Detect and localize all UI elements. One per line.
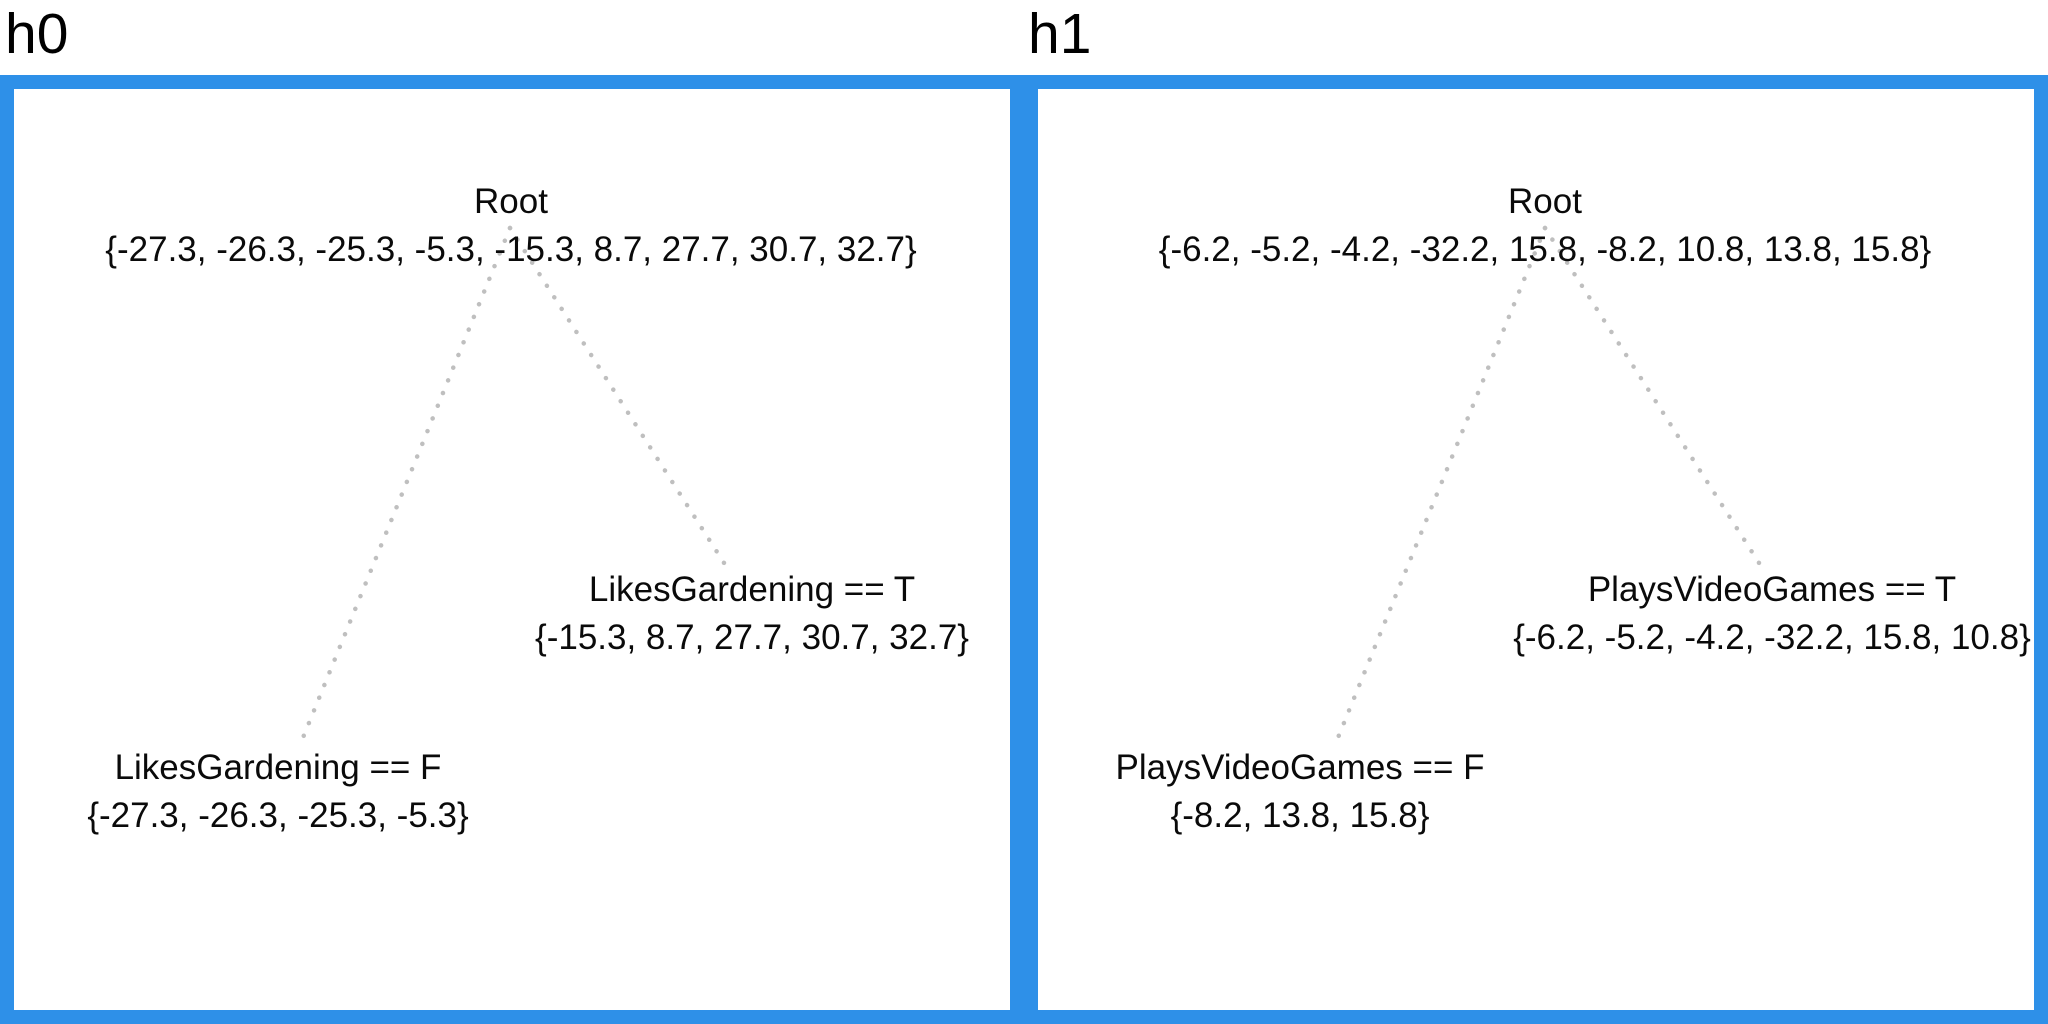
node-h1-left-set: {-8.2, 13.8, 15.8} xyxy=(1170,796,1430,835)
node-h0-right-child: LikesGardening == T {-15.3, 8.7, 27.7, 3… xyxy=(535,566,969,662)
node-h1-left-child: PlaysVideoGames == F {-8.2, 13.8, 15.8} xyxy=(1116,744,1485,840)
panel-title-h1: h1 xyxy=(1028,2,1092,66)
node-h0-root: Root {-27.3, -26.3, -25.3, -5.3, -15.3, … xyxy=(105,178,916,274)
node-h1-right-label: PlaysVideoGames == T xyxy=(1587,570,1957,609)
node-h0-left-label: LikesGardening == F xyxy=(114,748,442,787)
node-h1-right-set: {-6.2, -5.2, -4.2, -32.2, 15.8, 10.8} xyxy=(1513,618,2031,657)
panel-title-h0: h0 xyxy=(5,2,69,66)
node-h1-root: Root {-6.2, -5.2, -4.2, -32.2, 15.8, -8.… xyxy=(1159,178,1931,274)
node-h1-left-label: PlaysVideoGames == F xyxy=(1115,748,1485,787)
panel-h1 xyxy=(1024,75,2048,1024)
node-h1-root-label: Root xyxy=(1508,182,1582,221)
node-h0-root-label: Root xyxy=(474,182,548,221)
node-h1-right-child: PlaysVideoGames == T {-6.2, -5.2, -4.2, … xyxy=(1513,566,2031,662)
node-h0-right-set: {-15.3, 8.7, 27.7, 30.7, 32.7} xyxy=(535,618,969,657)
node-h0-left-child: LikesGardening == F {-27.3, -26.3, -25.3… xyxy=(87,744,468,840)
node-h0-left-set: {-27.3, -26.3, -25.3, -5.3} xyxy=(87,796,469,835)
node-h1-root-set: {-6.2, -5.2, -4.2, -32.2, 15.8, -8.2, 10… xyxy=(1158,230,1932,269)
node-h0-right-label: LikesGardening == T xyxy=(588,570,916,609)
node-h0-root-set: {-27.3, -26.3, -25.3, -5.3, -15.3, 8.7, … xyxy=(105,230,917,269)
panel-h0 xyxy=(0,75,1024,1024)
